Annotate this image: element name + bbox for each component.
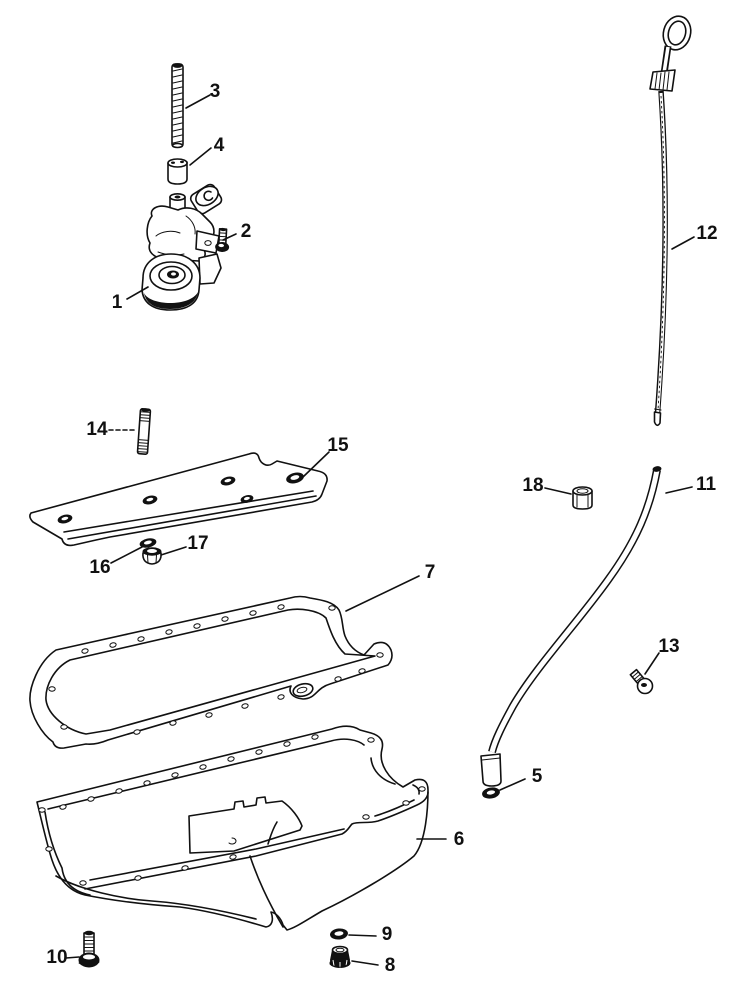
part-oil-pump	[141, 183, 223, 311]
callout-label-2: 2	[241, 221, 252, 242]
callout-label-12: 12	[696, 223, 717, 244]
part-pan-screw	[78, 930, 100, 968]
part-drain-washer	[330, 928, 348, 940]
callout-label-9: 9	[382, 924, 393, 945]
part-tray-nut	[142, 547, 162, 565]
leader-11	[665, 486, 693, 494]
leader-10	[65, 956, 80, 959]
callout-label-15: 15	[327, 435, 349, 456]
part-driveshaft	[171, 63, 184, 149]
leader-9	[348, 934, 377, 937]
leader-2	[222, 233, 237, 241]
leader-18	[544, 487, 572, 495]
callout-label-1: 1	[112, 292, 123, 313]
callout-label-11: 11	[696, 474, 717, 495]
callout-label-6: 6	[454, 829, 465, 850]
part-windage-tray	[29, 452, 328, 547]
part-pump-bolt	[215, 227, 230, 253]
callout-label-14: 14	[86, 419, 108, 440]
callout-label-17: 17	[187, 533, 208, 554]
callout-label-4: 4	[214, 135, 225, 156]
part-oil-pan	[36, 725, 429, 931]
callout-label-3: 3	[210, 81, 221, 102]
leader-8	[351, 960, 379, 966]
callout-label-5: 5	[532, 766, 543, 787]
leader-13	[644, 652, 660, 675]
callout-label-7: 7	[425, 562, 436, 583]
callout-label-10: 10	[46, 947, 67, 968]
part-tube-screw	[629, 668, 654, 695]
callout-label-16: 16	[89, 557, 110, 578]
leader-16	[110, 546, 143, 564]
part-tray-washer	[139, 538, 157, 548]
callout-label-18: 18	[522, 475, 543, 496]
part-oil-pan-gasket	[29, 595, 393, 749]
part-drain-plug	[329, 945, 351, 968]
callout-label-13: 13	[658, 636, 679, 657]
leader-7	[345, 575, 420, 612]
part-bushing	[572, 486, 593, 510]
part-stud	[136, 408, 152, 455]
leader-3	[185, 94, 211, 109]
leader-1	[126, 286, 149, 300]
leader-15	[302, 451, 330, 478]
part-coupling	[167, 158, 188, 185]
callout-label-8: 8	[385, 955, 396, 976]
leader-4	[189, 147, 212, 166]
part-tube-grommet	[482, 787, 500, 799]
leader-5	[499, 778, 526, 791]
callout-labels: 1 2 3 4 5 6 7 8 9 10 11 12 13 14 15 16 1…	[46, 81, 717, 976]
part-dipstick-tube	[480, 466, 662, 787]
part-dipstick	[649, 15, 692, 427]
leader-17	[160, 546, 187, 556]
callout-leaders	[65, 94, 695, 966]
leader-12	[671, 236, 695, 250]
